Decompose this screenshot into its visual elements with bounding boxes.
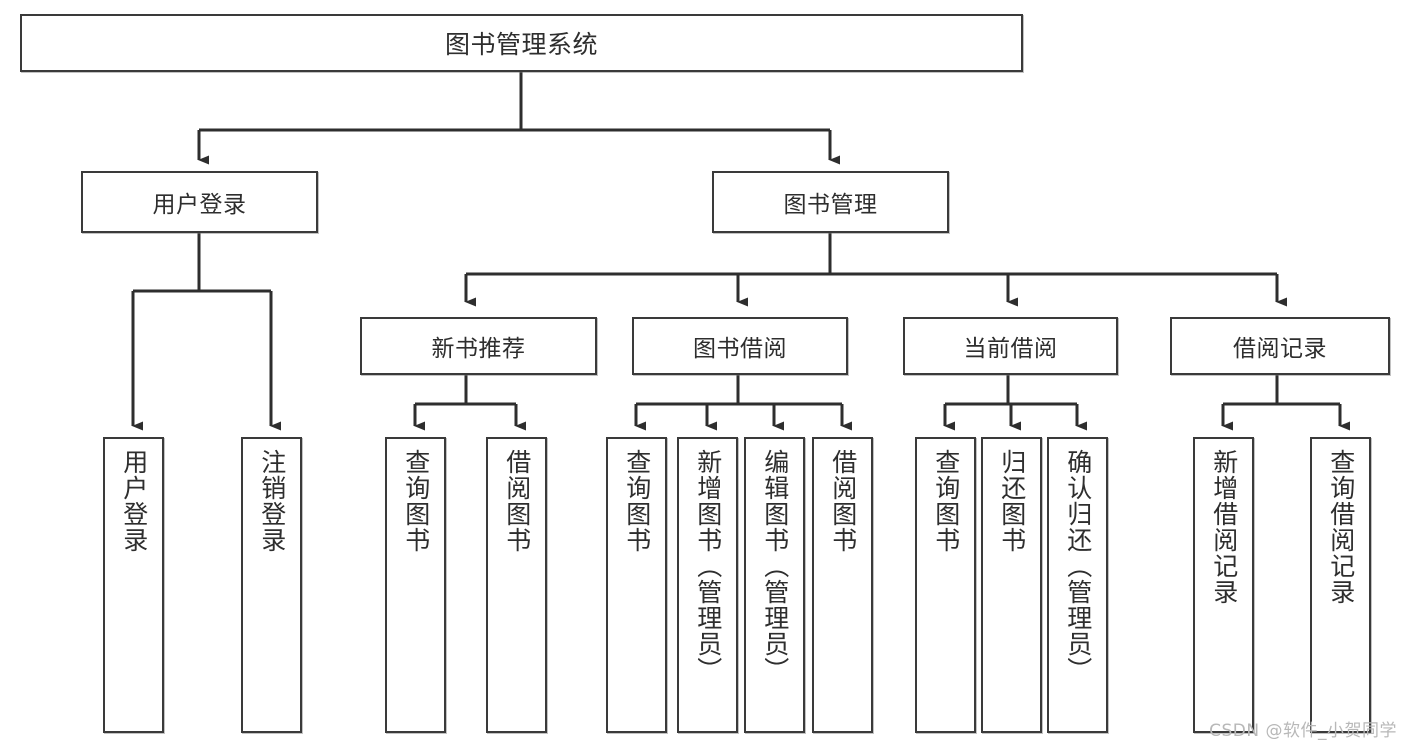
node-label: 图书管理系统 bbox=[444, 30, 598, 59]
node-label: 归还图书 bbox=[997, 449, 1027, 553]
node-label: 新书推荐 bbox=[431, 336, 526, 362]
node-current-borrow[interactable]: 当前借阅 bbox=[903, 317, 1118, 375]
leaf-current-borrow-query-book[interactable]: 查询图书 bbox=[915, 437, 976, 733]
leaf-user-login-logout[interactable]: 注销登录 bbox=[241, 437, 302, 733]
node-label: 新增图书（管理员） bbox=[693, 449, 723, 683]
node-label: 当前借阅 bbox=[963, 336, 1058, 362]
leaf-new-book-borrow-book[interactable]: 借阅图书 bbox=[486, 437, 547, 733]
node-label: 新增借阅记录 bbox=[1209, 449, 1239, 605]
node-user-login[interactable]: 用户登录 bbox=[81, 171, 318, 233]
leaf-book-borrow-borrow-book[interactable]: 借阅图书 bbox=[812, 437, 873, 733]
leaf-current-borrow-return-book[interactable]: 归还图书 bbox=[981, 437, 1042, 733]
node-label: 图书管理 bbox=[783, 192, 878, 218]
leaf-user-login-login[interactable]: 用户登录 bbox=[103, 437, 164, 733]
node-label: 查询图书 bbox=[931, 449, 961, 553]
node-label: 注销登录 bbox=[257, 449, 287, 553]
node-label: 借阅记录 bbox=[1233, 336, 1327, 362]
node-label: 确认归还（管理员） bbox=[1063, 449, 1093, 683]
node-label: 查询借阅记录 bbox=[1326, 449, 1356, 605]
node-borrow-record[interactable]: 借阅记录 bbox=[1170, 317, 1390, 375]
node-label: 图书借阅 bbox=[693, 336, 787, 362]
node-label: 用户登录 bbox=[152, 192, 247, 218]
leaf-borrow-record-add-record[interactable]: 新增借阅记录 bbox=[1193, 437, 1254, 733]
leaf-borrow-record-query-record[interactable]: 查询借阅记录 bbox=[1310, 437, 1371, 733]
node-label: 借阅图书 bbox=[502, 449, 532, 553]
node-new-book-recommend[interactable]: 新书推荐 bbox=[360, 317, 597, 375]
node-book-borrow[interactable]: 图书借阅 bbox=[632, 317, 848, 375]
leaf-book-borrow-edit-book-admin[interactable]: 编辑图书（管理员） bbox=[744, 437, 805, 733]
leaf-new-book-query-book[interactable]: 查询图书 bbox=[385, 437, 446, 733]
node-label: 查询图书 bbox=[622, 449, 652, 553]
node-label: 用户登录 bbox=[119, 449, 149, 553]
node-label: 编辑图书（管理员） bbox=[760, 449, 790, 683]
node-label: 借阅图书 bbox=[828, 449, 858, 553]
node-book-management-system[interactable]: 图书管理系统 bbox=[20, 14, 1023, 72]
node-book-management[interactable]: 图书管理 bbox=[712, 171, 949, 233]
leaf-book-borrow-query-book[interactable]: 查询图书 bbox=[606, 437, 667, 733]
leaf-book-borrow-add-book-admin[interactable]: 新增图书（管理员） bbox=[677, 437, 738, 733]
leaf-current-borrow-confirm-return-admin[interactable]: 确认归还（管理员） bbox=[1047, 437, 1108, 733]
node-label: 查询图书 bbox=[401, 449, 431, 553]
